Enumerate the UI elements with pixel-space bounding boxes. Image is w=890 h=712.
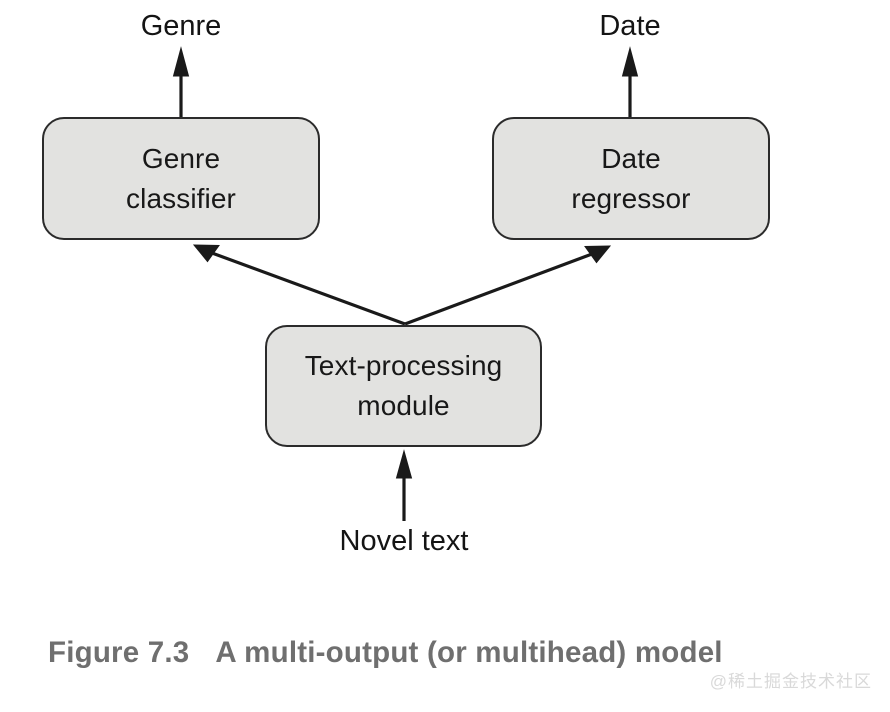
node-text-processing-module-line-1: Text-processing	[304, 350, 503, 382]
arrow-text-processing-to-date-regressor	[404, 245, 612, 326]
arrow-genre-classifier-to-output	[172, 46, 190, 117]
figure-caption: Figure 7.3 A multi-output (or multihead) …	[48, 636, 874, 670]
figure-caption-text: A multi-output (or multihead) model	[215, 636, 723, 669]
input-label-novel-text: Novel text	[339, 525, 469, 557]
node-genre-classifier-line-2: classifier	[126, 182, 236, 214]
diagram-canvas: Genre Date Genre classifier Date regress…	[42, 10, 770, 557]
arrow-text-processing-to-genre-classifier	[192, 244, 406, 326]
arrow-input-to-text-processing	[395, 449, 413, 521]
figure-caption-number: Figure 7.3	[48, 636, 190, 669]
arrow-layer	[172, 46, 639, 521]
arrow-date-regressor-to-output	[621, 46, 639, 117]
output-label-genre: Genre	[140, 10, 222, 42]
node-date-regressor-line-2: regressor	[571, 182, 691, 214]
node-text-processing-module: Text-processing module	[265, 325, 542, 447]
node-date-regressor-line-1: Date	[601, 142, 661, 174]
node-genre-classifier: Genre classifier	[42, 117, 320, 240]
node-text-processing-module-line-2: module	[357, 390, 450, 421]
output-label-date: Date	[599, 10, 661, 42]
node-genre-classifier-line-1: Genre	[141, 142, 221, 174]
watermark: @稀土掘金技术社区	[709, 672, 872, 691]
node-date-regressor: Date regressor	[492, 117, 770, 240]
